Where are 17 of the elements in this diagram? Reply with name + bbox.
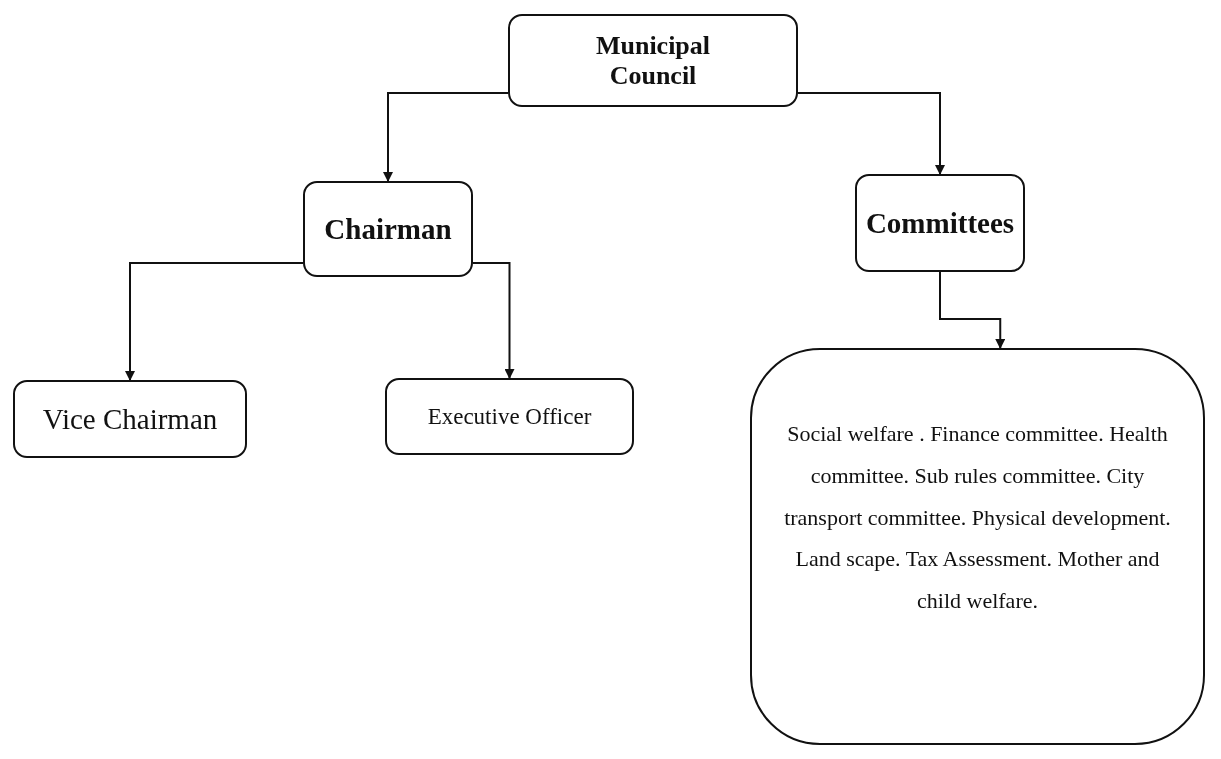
org-box bbox=[385, 378, 634, 455]
node-text: Committees bbox=[865, 205, 1015, 241]
arrow bbox=[383, 92, 509, 182]
node-text: Social welfare . Finance committee. Health committee. Sub rules committee. City transport committee. Physical development. Land scape. Tax Assessment. Mother and child welfare. bbox=[783, 420, 1172, 616]
node-text: Executive Officer bbox=[427, 402, 592, 431]
node-text: Chairman bbox=[324, 211, 452, 247]
arrow bbox=[797, 92, 945, 175]
arrow bbox=[472, 262, 515, 379]
node-text: Vice Chairman bbox=[42, 401, 218, 437]
arrow bbox=[125, 262, 304, 381]
rounded-box bbox=[750, 348, 1205, 745]
org-box bbox=[13, 380, 247, 458]
node-text: Municipal Council bbox=[594, 30, 712, 91]
org-box bbox=[508, 14, 798, 107]
org-box bbox=[855, 174, 1025, 272]
org-box bbox=[303, 181, 473, 277]
arrow bbox=[939, 271, 1006, 349]
